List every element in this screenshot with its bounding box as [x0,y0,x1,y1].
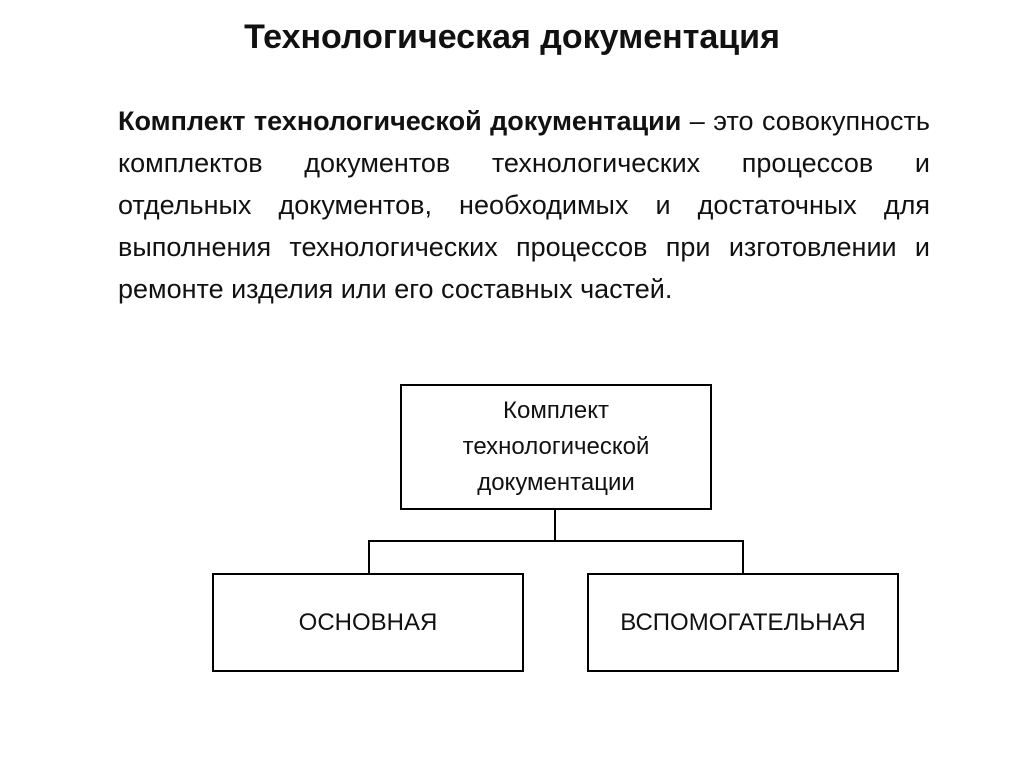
connector-left [368,540,370,574]
connector-right [742,540,744,574]
root-label: Комплект технологической документации [462,397,650,496]
connector-horizontal [368,540,744,542]
definition-paragraph: Комплект технологической документации – … [118,100,930,310]
child-label-auxiliary: ВСПОМОГАТЕЛЬНАЯ [620,608,866,636]
page-title: Технологическая документация [244,18,780,56]
definition-text: – это совокупность комплектов документов… [118,106,930,304]
child-box-main: ОСНОВНАЯ [212,573,524,672]
child-label-main: ОСНОВНАЯ [298,608,438,636]
child-box-auxiliary: ВСПОМОГАТЕЛЬНАЯ [587,573,899,672]
definition-term: Комплект технологической документации [118,106,682,136]
root-box: Комплект технологической документации [400,384,712,510]
connector-vertical [554,510,556,542]
